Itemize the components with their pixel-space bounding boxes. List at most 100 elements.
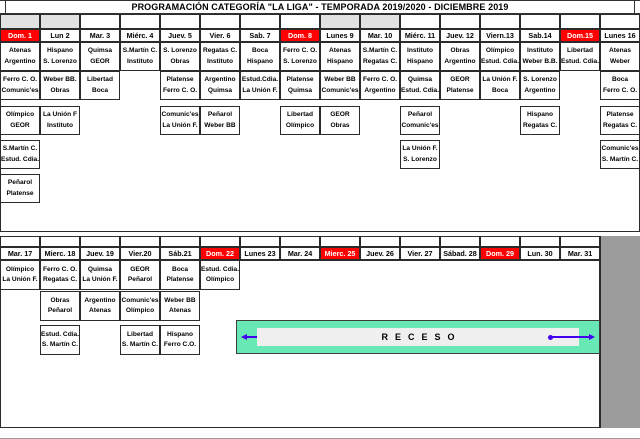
date-header-cell[interactable]: Sábad. 28 xyxy=(440,247,480,260)
date-header-cell[interactable]: Lun. 30 xyxy=(520,247,560,260)
date-header-cell[interactable]: Juev. 19 xyxy=(80,247,120,260)
match-cell[interactable]: Ferro C. O.Comunic'es xyxy=(0,71,40,100)
match-cell[interactable]: Regatas C.Instituto xyxy=(200,42,240,71)
date-header-cell[interactable]: Sab. 7 xyxy=(240,29,280,42)
receso-label: RECESO xyxy=(257,328,579,346)
match-cell[interactable]: La Unión F.S. Lorenzo xyxy=(400,140,440,169)
date-header-cell[interactable]: Dom. 8 xyxy=(280,29,320,42)
date-header-cell[interactable]: Miérc. 4 xyxy=(120,29,160,42)
match-cell[interactable]: Estud. Cdia.Olímpico xyxy=(200,260,240,290)
match-cell[interactable]: Ferro C. O.S. Lorenzo xyxy=(280,42,320,71)
date-header-cell[interactable]: Vier. 27 xyxy=(400,247,440,260)
match-home-team: Olímpico xyxy=(485,47,515,55)
date-header-cell[interactable]: Dom.15 xyxy=(560,29,600,42)
match-home-team: Ferro C. O. xyxy=(2,76,38,84)
match-away-team: La Unión F. xyxy=(242,86,278,94)
match-home-team: Peñarol xyxy=(207,111,233,119)
date-header-cell[interactable]: Mar. 3 xyxy=(80,29,120,42)
date-header-cell[interactable]: Mar. 17 xyxy=(0,247,40,260)
match-home-team: Estud. Cdia. xyxy=(40,330,80,338)
date-header-cell[interactable]: Juev. 12 xyxy=(440,29,480,42)
date-header-cell[interactable]: Mierc. 25 xyxy=(320,247,360,260)
date-header-cell[interactable]: Mar. 31 xyxy=(560,247,600,260)
date-header-cell[interactable]: Dom. 22 xyxy=(200,247,240,260)
date-header-cell[interactable]: Vier. 6 xyxy=(200,29,240,42)
match-cell[interactable]: S.Martín C.Instituto xyxy=(120,42,160,71)
date-header-cell[interactable]: Dom. 1 xyxy=(0,29,40,42)
date-header-cell[interactable]: Viern.13 xyxy=(480,29,520,42)
match-cell[interactable]: La Unión F.Boca xyxy=(480,71,520,100)
match-cell[interactable]: S.Martín C.Regatas C. xyxy=(360,42,400,71)
spacer-cell xyxy=(280,14,320,29)
match-cell[interactable]: S.Martín C.Estud. Cdia. xyxy=(0,140,40,169)
match-cell[interactable]: Estud. Cdia. S. Martín C. xyxy=(40,325,80,355)
match-cell[interactable]: Weber BB.Obras xyxy=(40,71,80,100)
date-header-cell[interactable]: Sáb.21 xyxy=(160,247,200,260)
date-header-cell[interactable]: Mar. 24 xyxy=(280,247,320,260)
match-cell[interactable]: Ferro C. O.Regatas C. xyxy=(40,260,80,290)
match-home-team: S.Martín C. xyxy=(362,47,398,55)
spacer-cell xyxy=(480,236,520,247)
date-header-cell[interactable]: Juev. 26 xyxy=(360,247,400,260)
date-header-cell[interactable]: Mierc. 18 xyxy=(40,247,80,260)
date-header-cell[interactable]: Lunes 9 xyxy=(320,29,360,42)
date-header-cell[interactable]: Dom. 29 xyxy=(480,247,520,260)
date-header-cell[interactable]: Miérc. 11 xyxy=(400,29,440,42)
date-header-cell[interactable]: Lun 2 xyxy=(40,29,80,42)
date-header-cell[interactable]: Mar. 10 xyxy=(360,29,400,42)
match-cell[interactable]: Estud.Cdia.La Unión F. xyxy=(240,71,280,100)
date-header-cell[interactable]: Lunes 23 xyxy=(240,247,280,260)
date-header-cell[interactable]: Sab.14 xyxy=(520,29,560,42)
match-cell[interactable]: Ferro C. O.Argentino xyxy=(360,71,400,100)
spacer-cell xyxy=(320,236,360,247)
match-away-team: S. Martín C. xyxy=(41,341,79,348)
match-home-team: Comunic'es xyxy=(121,296,159,304)
date-header-cell[interactable]: Lunes 16 xyxy=(600,29,640,42)
date-header-cell[interactable]: Juev. 5 xyxy=(160,29,200,42)
date-header-cell[interactable]: Vier.20 xyxy=(120,247,160,260)
match-home-team: Regatas C. xyxy=(202,47,238,55)
